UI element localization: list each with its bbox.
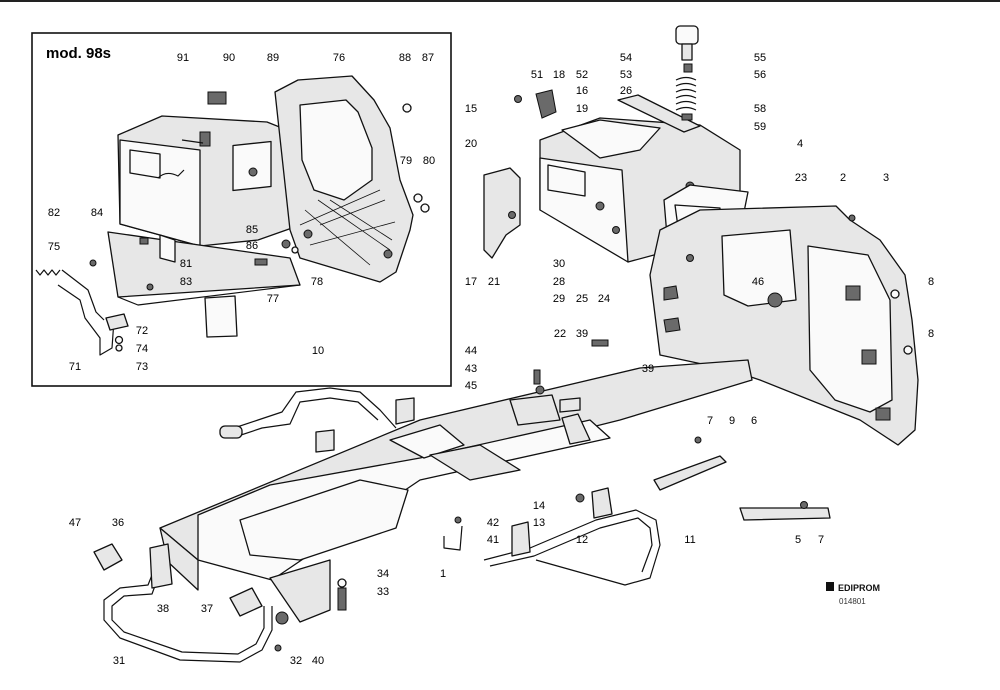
callout-18: 18: [553, 69, 565, 81]
callout-78: 78: [311, 276, 323, 288]
callout-87: 87: [422, 52, 434, 64]
ediprom-logo: EDIPROM 014801: [826, 582, 880, 606]
callout-4: 4: [797, 138, 803, 150]
callout-52: 52: [576, 69, 588, 81]
callout-89: 89: [267, 52, 279, 64]
callout-59: 59: [754, 121, 766, 133]
callout-77: 77: [267, 293, 279, 305]
callout-74: 74: [136, 343, 148, 355]
brackets-5-6: [509, 394, 831, 521]
callout-20: 20: [465, 138, 477, 150]
callout-40: 40: [312, 655, 324, 667]
callout-8: 8: [928, 328, 934, 340]
callout-34: 34: [377, 568, 389, 580]
callout-32: 32: [290, 655, 302, 667]
misc-hardware: [274, 201, 913, 652]
callout-12: 12: [576, 534, 588, 546]
callout-31: 31: [113, 655, 125, 667]
callout-55: 55: [754, 52, 766, 64]
front-bumper-31: [93, 543, 289, 663]
callout-19: 19: [576, 103, 588, 115]
callout-25: 25: [576, 293, 588, 305]
callout-36: 36: [112, 517, 124, 529]
callout-2: 2: [840, 172, 846, 184]
inset-title: mod. 98s: [46, 45, 111, 62]
callout-13: 13: [533, 517, 545, 529]
side-bracket-17: [483, 167, 521, 259]
callout-54: 54: [620, 52, 632, 64]
inset-small-parts: [35, 91, 430, 356]
callout-81: 81: [180, 258, 192, 270]
callout-24: 24: [598, 293, 610, 305]
callout-72: 72: [136, 325, 148, 337]
callout-58: 58: [754, 103, 766, 115]
callout-76: 76: [333, 52, 345, 64]
callout-11: 11: [684, 534, 695, 546]
callout-10: 10: [312, 345, 324, 357]
callout-22: 22: [554, 328, 566, 340]
rear-panel-2: [649, 205, 919, 446]
callout-88: 88: [399, 52, 411, 64]
callout-83: 83: [180, 276, 192, 288]
top-part-26: [514, 25, 701, 133]
callout-53: 53: [620, 69, 632, 81]
callout-85: 85: [246, 224, 258, 236]
callout-7: 7: [818, 534, 824, 546]
rear-tube-11: [483, 487, 661, 586]
top-border-line: [0, 0, 1000, 2]
inset-frame: [31, 32, 452, 387]
callout-6: 6: [751, 415, 757, 427]
callout-8: 8: [928, 276, 934, 288]
callout-37: 37: [201, 603, 213, 615]
callout-43: 43: [465, 363, 477, 375]
callout-47: 47: [69, 517, 81, 529]
inset-seat-frame: [274, 75, 414, 283]
callout-15: 15: [465, 103, 477, 115]
callout-44: 44: [465, 345, 477, 357]
callout-21: 21: [488, 276, 500, 288]
logo-brand: EDIPROM: [838, 583, 880, 593]
callout-30: 30: [553, 258, 565, 270]
callout-56: 56: [754, 69, 766, 81]
callout-29: 29: [553, 293, 565, 305]
callout-84: 84: [91, 207, 103, 219]
callout-26: 26: [620, 85, 632, 97]
callout-1: 1: [440, 568, 446, 580]
callout-73: 73: [136, 361, 148, 373]
callout-39: 39: [576, 328, 588, 340]
callout-86: 86: [246, 240, 258, 252]
callout-33: 33: [377, 586, 389, 598]
callout-3: 3: [883, 172, 889, 184]
inset-dash-shroud: [117, 115, 293, 247]
callout-41: 41: [487, 534, 499, 546]
callout-45: 45: [465, 380, 477, 392]
callout-16: 16: [576, 85, 588, 97]
callout-28: 28: [553, 276, 565, 288]
callout-38: 38: [157, 603, 169, 615]
callout-5: 5: [795, 534, 801, 546]
callout-14: 14: [533, 500, 545, 512]
inset-lower-bracket: [107, 231, 301, 338]
callout-42: 42: [487, 517, 499, 529]
main-chassis-frame: [159, 359, 753, 623]
callout-7: 7: [707, 415, 713, 427]
support-frame-10: [219, 387, 415, 453]
callout-79: 79: [400, 155, 412, 167]
callout-90: 90: [223, 52, 235, 64]
callout-71: 71: [69, 361, 81, 373]
callout-17: 17: [465, 276, 477, 288]
callout-39: 39: [642, 363, 654, 375]
callout-9: 9: [729, 415, 735, 427]
callout-23: 23: [795, 172, 807, 184]
logo-code: 014801: [839, 597, 866, 606]
callout-75: 75: [48, 241, 60, 253]
callout-82: 82: [48, 207, 60, 219]
callout-46: 46: [752, 276, 764, 288]
callout-51: 51: [531, 69, 543, 81]
callout-91: 91: [177, 52, 189, 64]
callout-80: 80: [423, 155, 435, 167]
